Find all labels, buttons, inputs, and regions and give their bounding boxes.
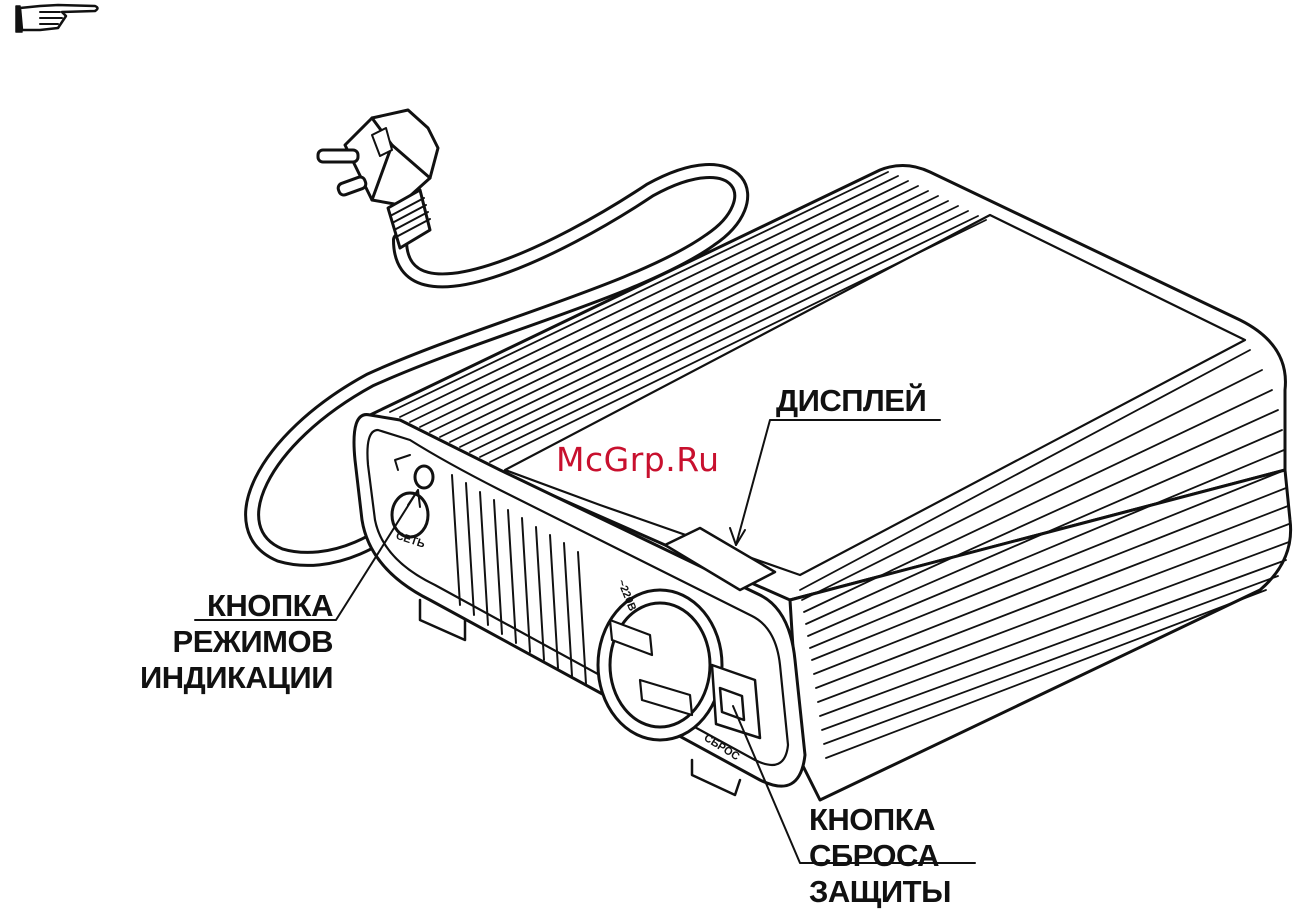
ac-socket	[598, 590, 722, 740]
reset-label-line-1: КНОПКА	[809, 802, 951, 838]
display-label-text: ДИСПЛЕЙ	[776, 383, 926, 419]
mode-label-line-1: КНОПКА	[140, 588, 333, 624]
power-plug	[318, 110, 438, 248]
reset-button-label: КНОПКА СБРОСА ЗАЩИТЫ	[809, 802, 951, 910]
reset-label-line-2: СБРОСА	[809, 838, 951, 874]
inverter-housing	[354, 165, 1291, 800]
pointing-hand-icon	[16, 5, 98, 32]
mode-label-line-3: ИНДИКАЦИИ	[140, 660, 333, 696]
mode-button[interactable]	[415, 466, 433, 488]
mode-button-label: КНОПКА РЕЖИМОВ ИНДИКАЦИИ	[140, 588, 333, 696]
display-label: ДИСПЛЕЙ	[776, 383, 926, 419]
watermark: McGrp.Ru	[556, 440, 720, 479]
mode-label-line-2: РЕЖИМОВ	[140, 624, 333, 660]
reset-label-line-3: ЗАЩИТЫ	[809, 874, 951, 910]
